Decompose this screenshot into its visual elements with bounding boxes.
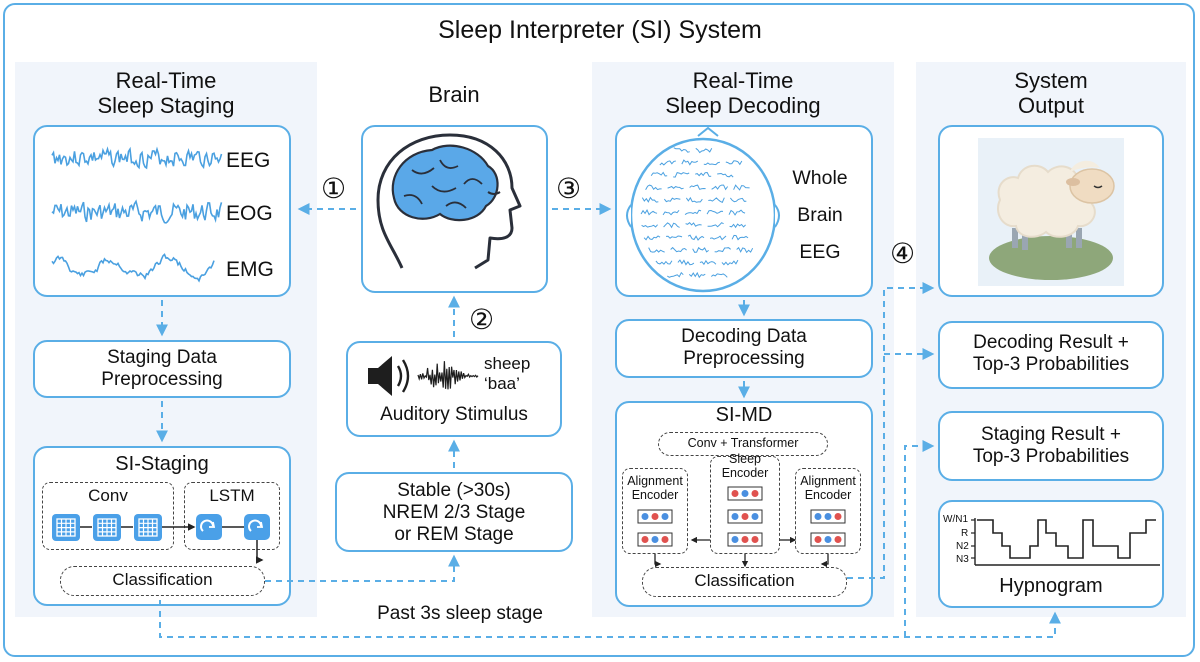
encoder-node-grids	[637, 486, 846, 547]
step-2: ②	[469, 304, 495, 335]
decoding-result-label: Decoding Result + Top-3 Probabilities	[972, 332, 1130, 375]
whole-brain-eeg-label: Whole Brain EEG	[792, 167, 848, 263]
arrow-to-staging-result	[904, 440, 935, 637]
decoding-preprocessing-box	[615, 319, 873, 378]
arrow-classification-to-condition	[265, 554, 460, 582]
staging-result-box	[938, 411, 1164, 481]
hypnogram-title: Hypnogram	[999, 575, 1103, 597]
arrow-decoding-to-outputs	[847, 282, 935, 579]
decoding-header: Real-Time Sleep Decoding	[665, 68, 821, 118]
system-frame	[3, 3, 1195, 657]
hypnogram-chart	[971, 518, 1160, 566]
lstm-label: LSTM	[209, 486, 255, 505]
stimulus-box	[346, 341, 562, 437]
staging-header: Real-Time Sleep Staging	[97, 68, 235, 118]
hypnogram-level-r: R	[961, 528, 969, 539]
decoding-preprocessing-label: Decoding Data Preprocessing	[681, 326, 807, 369]
decoding-result-box	[938, 321, 1164, 389]
hypnogram-trace	[977, 519, 1156, 559]
feedback-label: Past 3s sleep stage	[377, 603, 543, 624]
sound-waveform	[417, 361, 479, 390]
arrow-staging-to-hypnogram	[159, 600, 1061, 638]
stimulus-label: Auditory Stimulus	[380, 404, 528, 425]
si-md-title: SI-MD	[715, 404, 773, 426]
alignment-encoder-right-label: Alignment Encoder	[800, 474, 856, 502]
eog-trace	[51, 199, 223, 224]
alignment-encoder-left-label: Alignment Encoder	[627, 474, 683, 502]
decoding-classification-block	[642, 567, 847, 597]
conv-label: Conv	[88, 486, 128, 505]
emg-trace	[51, 253, 215, 283]
step-4: ④	[890, 238, 916, 269]
conv-transformer-label: Conv + Transformer	[687, 436, 799, 450]
si-staging-title: SI-Staging	[115, 453, 209, 475]
sheep-icon	[978, 138, 1124, 286]
hypnogram-level-n3: N3	[956, 554, 969, 565]
eeg-cap-icon	[626, 126, 780, 293]
staging-classification-block	[60, 566, 265, 596]
hypnogram-level-n2: N2	[956, 541, 969, 552]
brain-header: Brain	[428, 82, 480, 107]
speaker-icon	[368, 356, 410, 396]
output-header: System Output	[1014, 68, 1088, 118]
conv-grid-icons	[52, 514, 162, 541]
staging-classification-label: Classification	[112, 570, 213, 589]
stage-condition-box	[335, 472, 573, 552]
sleep-encoder	[710, 456, 780, 554]
hypnogram-level-w-n1: W/N1	[943, 514, 968, 525]
signal-label-eeg: EEG	[226, 149, 271, 172]
sleep-encoder-label: Sleep Encoder	[721, 452, 769, 480]
signal-label-eog: EOG	[226, 202, 273, 225]
signal-label-emg: EMG	[226, 258, 274, 281]
page-title: Sleep Interpreter (SI) System	[438, 16, 762, 44]
staging-result-label: Staging Result + Top-3 Probabilities	[972, 424, 1130, 467]
eeg-trace	[51, 146, 223, 170]
lstm-cell-icons	[196, 514, 270, 540]
stimulus-word: sheep ‘baa’	[484, 354, 531, 393]
staging-preprocessing-label: Staging Data Preprocessing	[101, 347, 223, 390]
step-3: ③	[556, 173, 582, 204]
decoding-classification-label: Classification	[694, 571, 795, 590]
step-1: ①	[321, 173, 347, 204]
conv-transformer-block	[658, 432, 828, 456]
brain-head-icon	[376, 133, 522, 270]
staging-preprocessing-box	[33, 340, 291, 398]
stage-condition-label: Stable (>30s) NREM 2/3 Stage or REM Stag…	[382, 480, 526, 545]
